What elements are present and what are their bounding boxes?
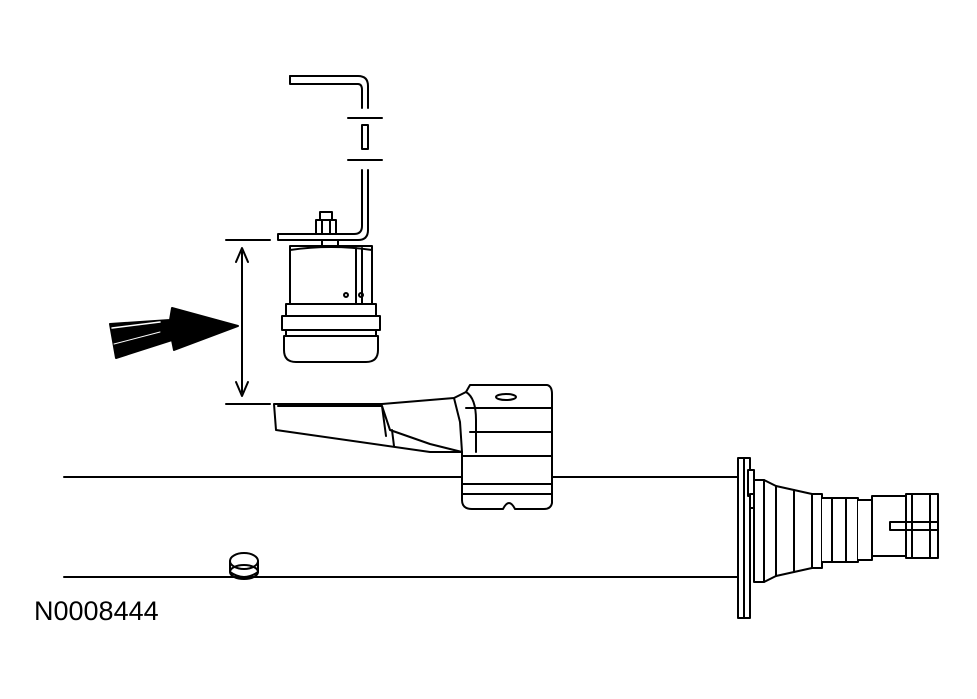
frame-bracket (277, 75, 383, 241)
bump-stop-bracket (273, 384, 553, 510)
double-headed-arrow-icon (225, 239, 271, 405)
axle-tube (63, 476, 746, 578)
figure-id-label: N0008444 (34, 596, 159, 626)
view-direction-arrow-icon (109, 307, 239, 359)
axle-plug (229, 552, 259, 580)
axle-spindle (753, 479, 939, 583)
axle-flange (737, 457, 755, 619)
bump-stop (281, 211, 381, 363)
